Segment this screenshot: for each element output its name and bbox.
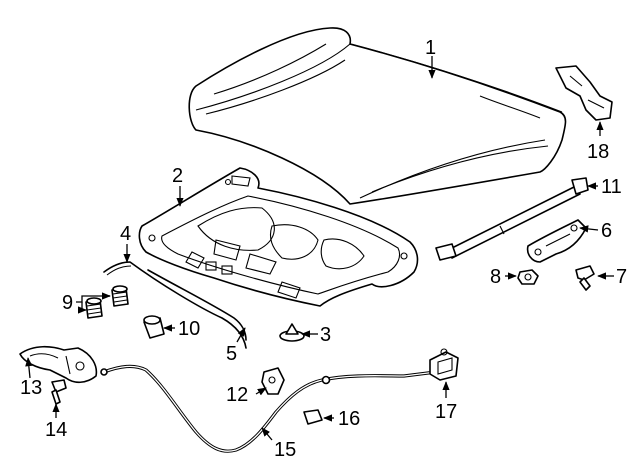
- cable-clip: [261, 367, 285, 395]
- callout-15: 15: [274, 439, 296, 461]
- nut: [517, 269, 539, 285]
- seal-front: [103, 261, 247, 349]
- release-handle: [429, 348, 459, 381]
- callout-13: 13: [20, 377, 42, 399]
- release-cable: [100, 364, 438, 453]
- hood-panel: [188, 27, 567, 205]
- callout-11: 11: [601, 176, 622, 198]
- leader-lines: [25, 56, 614, 441]
- callout-9: 9: [62, 292, 73, 314]
- callout-6: 6: [601, 220, 612, 242]
- callout-7: 7: [616, 266, 627, 288]
- latch-bolt: [51, 379, 67, 405]
- callout-12: 12: [226, 384, 248, 406]
- callout-8: 8: [490, 266, 501, 288]
- callout-14: 14: [45, 419, 67, 441]
- callout-10: 10: [178, 318, 200, 340]
- hood-hinge: [526, 219, 587, 263]
- hood-stop: [143, 315, 165, 339]
- callout-1: 1: [425, 37, 436, 59]
- callout-17: 17: [435, 401, 457, 423]
- hood-inner-frame: [138, 167, 419, 307]
- hood-latch: [19, 345, 98, 384]
- bolt: [575, 265, 595, 291]
- callout-3: 3: [320, 324, 331, 346]
- callout-labels: 1 2 3 4 5 6 7 8 9 10 11 12 13 14 15 16 1…: [20, 37, 627, 461]
- callout-5: 5: [226, 343, 237, 365]
- push-clip: [279, 323, 305, 342]
- callout-2: 2: [172, 165, 183, 187]
- hinge-bracket: [555, 65, 613, 121]
- bumper-stops: [85, 285, 129, 319]
- callout-16: 16: [338, 408, 360, 430]
- callout-18: 18: [587, 141, 609, 163]
- lift-support-strut: [435, 177, 589, 261]
- cable-retainer: [303, 409, 323, 425]
- callout-4: 4: [120, 223, 131, 245]
